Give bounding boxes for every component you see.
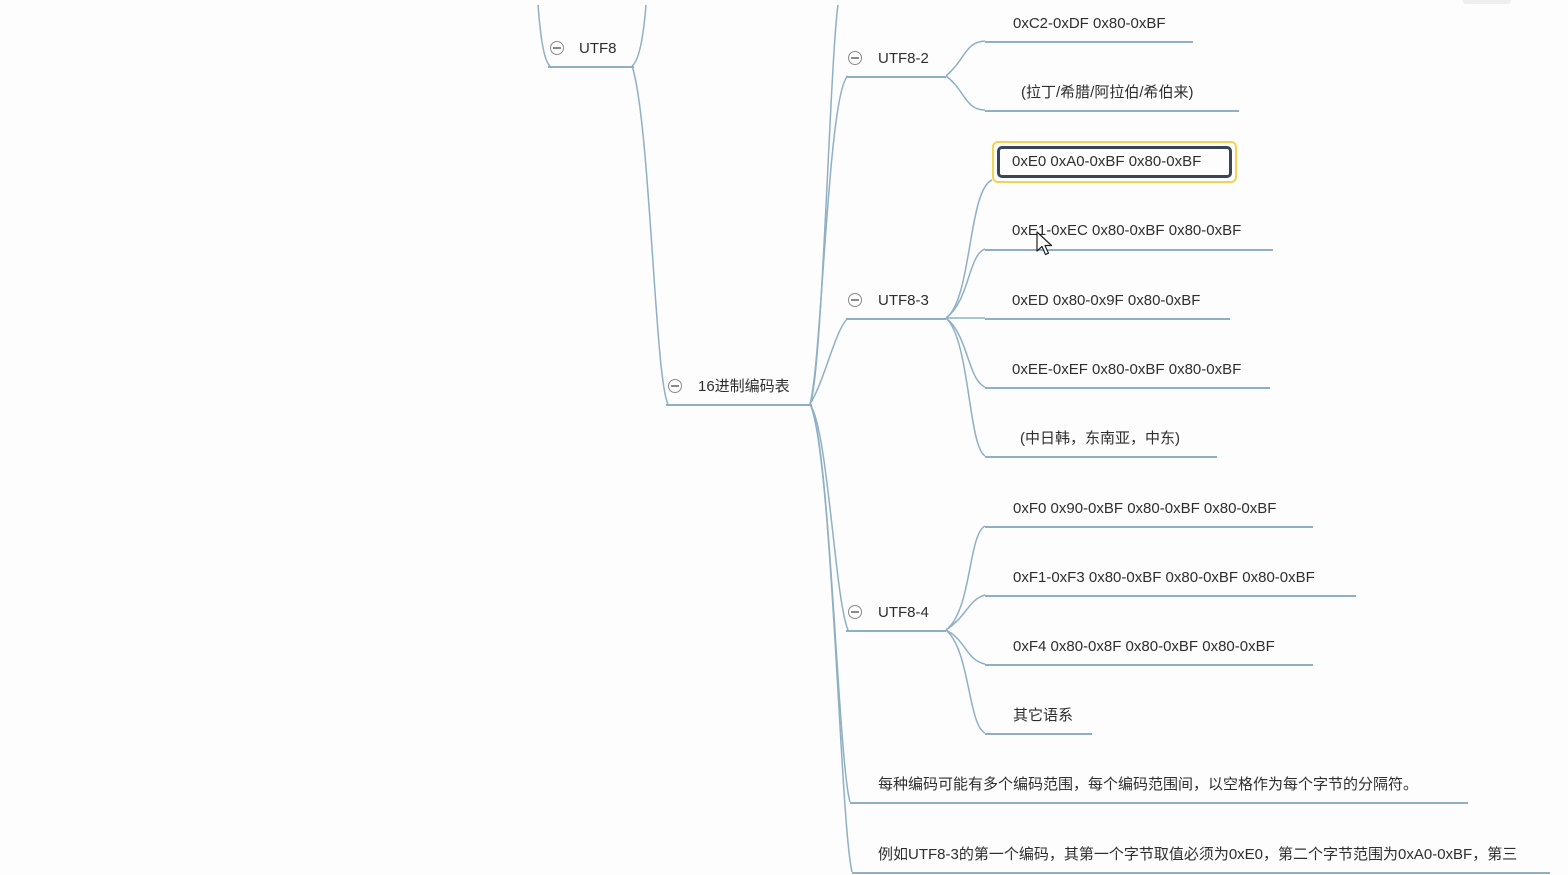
node-utf8-4-range-3[interactable]: 0xF4 0x80-0x8F 0x80-0xBF 0x80-0xBF — [1013, 638, 1275, 655]
scroll-indicator[interactable] — [1463, 0, 1511, 4]
node-underline — [985, 110, 1239, 112]
node-utf8-3-range-3[interactable]: 0xED 0x80-0x9F 0x80-0xBF — [1012, 292, 1201, 309]
node-utf8-3-range-2[interactable]: 0xE1-0xEC 0x80-0xBF 0x80-0xBF — [1012, 222, 1242, 239]
collapse-icon[interactable] — [848, 605, 862, 619]
node-utf8-4-other[interactable]: 其它语系 — [1013, 707, 1074, 724]
node-utf8-4-range-1[interactable]: 0xF0 0x90-0xBF 0x80-0xBF 0x80-0xBF — [1013, 500, 1277, 517]
node-underline — [846, 318, 946, 320]
node-underline — [985, 387, 1270, 389]
node-underline — [985, 733, 1092, 735]
node-utf8[interactable]: UTF8 — [579, 40, 617, 57]
collapse-icon[interactable] — [550, 41, 564, 55]
node-utf8-3-range-1[interactable]: 0xE0 0xA0-0xBF 0x80-0xBF — [1012, 153, 1202, 170]
node-underline — [985, 318, 1230, 320]
selected-node-frame[interactable] — [992, 141, 1237, 183]
node-underline — [985, 526, 1313, 528]
node-hex-table[interactable]: 16进制编码表 — [698, 378, 790, 395]
node-utf8-4[interactable]: UTF8-4 — [878, 604, 929, 621]
node-note-example[interactable]: 例如UTF8-3的第一个编码，其第一个字节取值必须为0xE0，第二个字节范围为0… — [878, 846, 1518, 863]
node-note-separator[interactable]: 每种编码可能有多个编码范围，每个编码范围间，以空格作为每个字节的分隔符。 — [878, 776, 1419, 793]
node-underline — [846, 76, 946, 78]
node-utf8-2[interactable]: UTF8-2 — [878, 50, 929, 67]
node-utf8-3-langs[interactable]: (中日韩，东南亚，中东) — [1020, 430, 1180, 447]
node-utf8-2-range[interactable]: 0xC2-0xDF 0x80-0xBF — [1013, 15, 1166, 32]
node-underline — [985, 595, 1356, 597]
node-utf8-3[interactable]: UTF8-3 — [878, 292, 929, 309]
node-utf8-3-range-4[interactable]: 0xEE-0xEF 0x80-0xBF 0x80-0xBF — [1012, 361, 1242, 378]
node-underline — [985, 249, 1273, 251]
arrow-cursor-icon — [1036, 231, 1053, 256]
collapse-icon[interactable] — [848, 293, 862, 307]
node-underline — [666, 404, 812, 406]
node-underline — [985, 456, 1217, 458]
node-underline — [852, 872, 1550, 874]
collapse-icon[interactable] — [848, 51, 862, 65]
node-underline — [850, 802, 1468, 804]
node-underline — [985, 664, 1313, 666]
collapse-icon[interactable] — [668, 379, 682, 393]
node-underline — [846, 630, 946, 632]
node-utf8-4-range-2[interactable]: 0xF1-0xF3 0x80-0xBF 0x80-0xBF 0x80-0xBF — [1013, 569, 1315, 586]
node-utf8-2-langs[interactable]: (拉丁/希腊/阿拉伯/希伯来) — [1021, 84, 1194, 101]
node-underline — [548, 66, 634, 68]
node-underline — [985, 41, 1193, 43]
